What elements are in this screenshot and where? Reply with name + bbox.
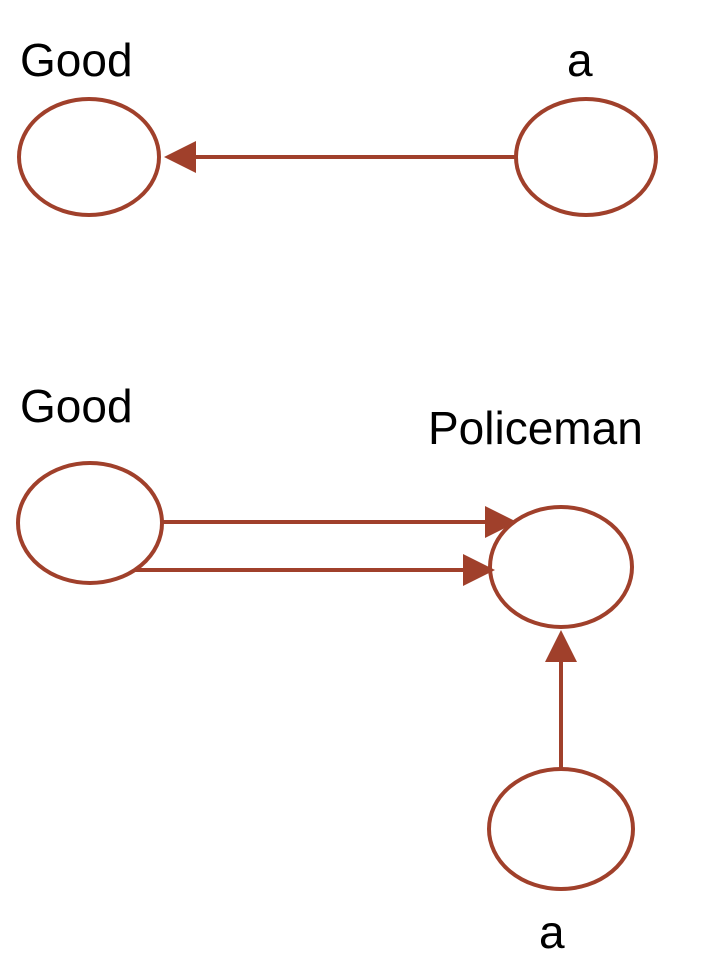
top-good-label: Good [20,34,133,86]
top-good-node [17,97,161,217]
top-diagram: Good a [17,34,658,217]
bottom-good-node [16,461,164,585]
bottom-policeman-node [488,505,634,629]
bottom-diagram: Good Policeman a [16,380,643,958]
bottom-good-label: Good [20,380,133,432]
bottom-a-label: a [539,906,565,958]
bottom-policeman-label: Policeman [428,402,643,454]
bottom-a-node [487,767,635,891]
top-a-label: a [567,34,593,86]
top-a-node [514,97,658,217]
